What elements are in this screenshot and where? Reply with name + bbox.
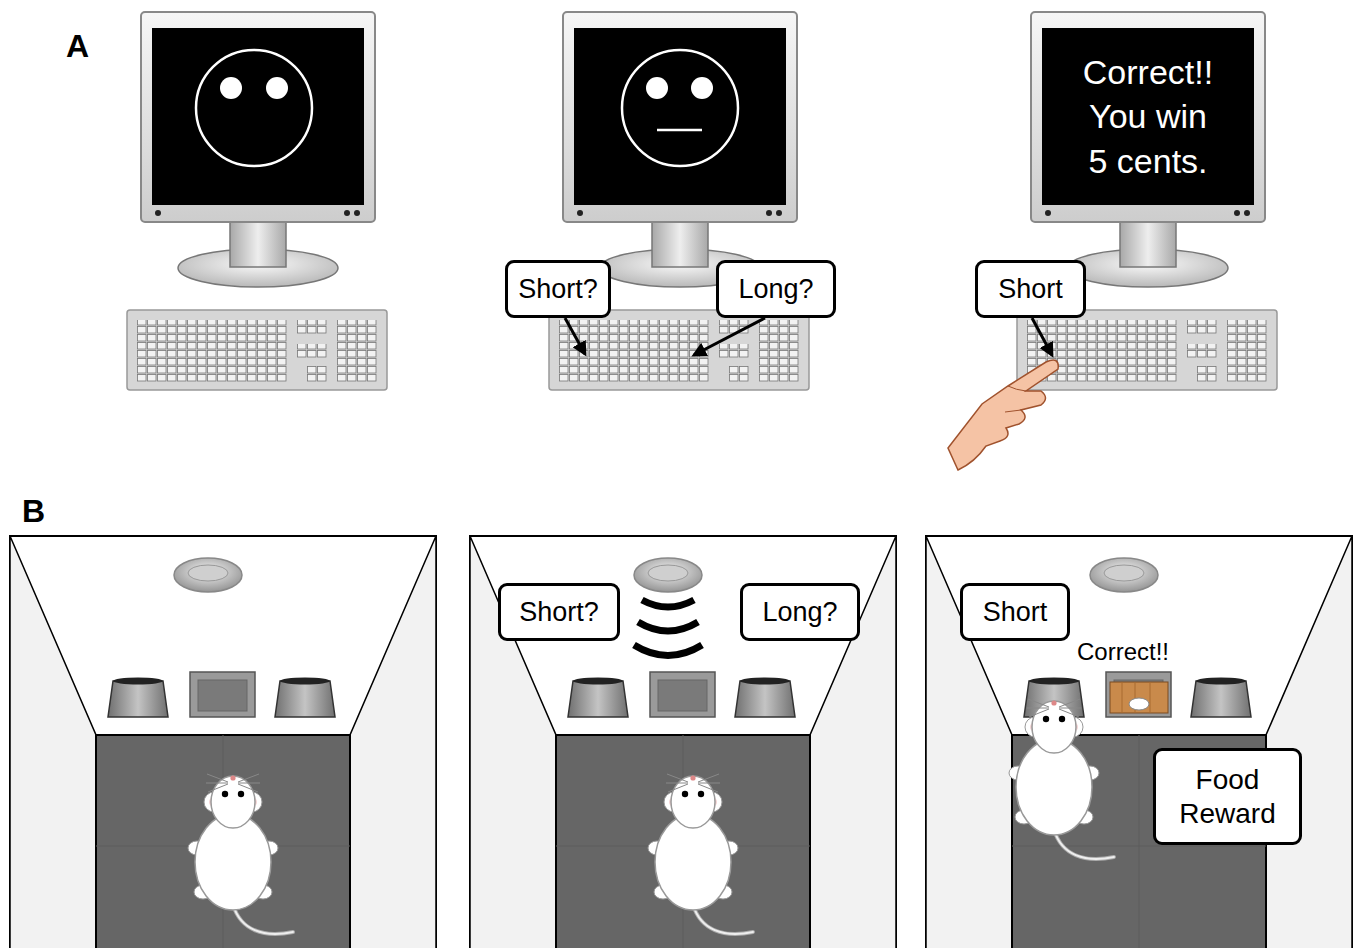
feedback-text: Correct!! [1077,638,1169,666]
callout-text: Short [983,596,1048,628]
callout-box: Short [975,260,1086,318]
operant-chamber [10,536,436,948]
monitor [563,12,797,287]
operant-chamber [470,536,896,948]
callout-box: Long? [716,260,836,318]
screen-text: Correct!! You win 5 cents. [1077,50,1219,183]
monitor [1031,12,1265,287]
callout-text: Short [998,273,1063,305]
callout-text: Food Reward [1164,763,1291,830]
screen-display: Correct!! You win 5 cents. [1042,28,1254,205]
callout-text: Long? [738,273,813,305]
panel-label: A [66,28,89,65]
callout-text: Short? [519,596,599,628]
monitor [141,12,375,287]
callout-text: Long? [762,596,837,628]
rat [188,774,293,934]
operant-chamber [926,536,1352,948]
food-pellet [1110,682,1168,713]
callout-box: Short [960,583,1070,641]
callout-text: Short? [518,273,598,305]
rat [1009,699,1114,859]
keyboard [1017,310,1277,390]
panel-label: B [22,493,45,530]
sound-waves [634,600,702,656]
keyboard [549,310,809,390]
rat [648,774,753,934]
callout-box: Short? [505,260,611,318]
callout-box: Short? [498,583,620,641]
keyboard [127,310,387,390]
callout-box: Long? [740,583,860,641]
callout-box: Food Reward [1153,748,1302,845]
face-icon [622,50,738,166]
face-icon [196,50,312,166]
pointing-hand [948,360,1058,470]
